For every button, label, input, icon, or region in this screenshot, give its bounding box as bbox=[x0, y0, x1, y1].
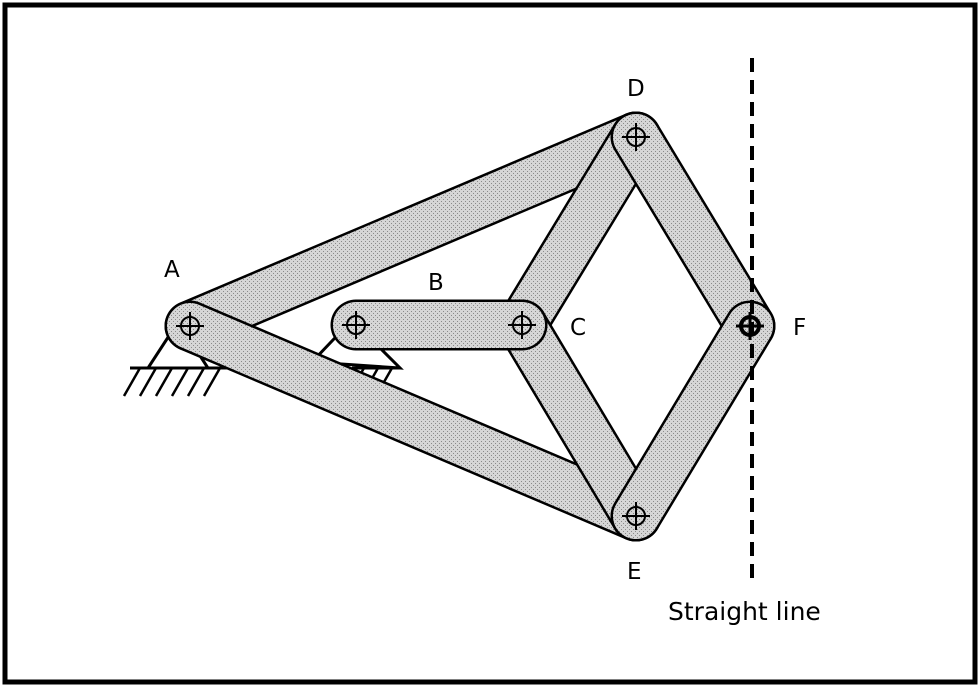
label-d: D bbox=[627, 76, 645, 102]
pivot-b-icon bbox=[342, 311, 370, 339]
label-a: A bbox=[164, 257, 180, 283]
link-e-f bbox=[610, 300, 776, 542]
pivot-joints bbox=[176, 123, 764, 530]
pivot-c-icon bbox=[508, 311, 536, 339]
label-b: B bbox=[428, 270, 444, 296]
pivot-a-icon bbox=[176, 312, 204, 340]
link-c-d bbox=[496, 111, 662, 351]
straight-line-caption: Straight line bbox=[668, 597, 821, 626]
linkage-links bbox=[164, 111, 776, 542]
label-c: C bbox=[570, 315, 586, 341]
link-a-d bbox=[164, 111, 662, 352]
label-f: F bbox=[793, 315, 806, 341]
link-a-e bbox=[164, 300, 662, 542]
label-e: E bbox=[627, 559, 642, 585]
pivot-f-icon bbox=[736, 312, 764, 340]
link-d-f bbox=[610, 111, 776, 352]
pivot-d-icon bbox=[622, 123, 650, 151]
pivot-e-icon bbox=[622, 502, 650, 530]
link-c-e bbox=[496, 299, 662, 542]
